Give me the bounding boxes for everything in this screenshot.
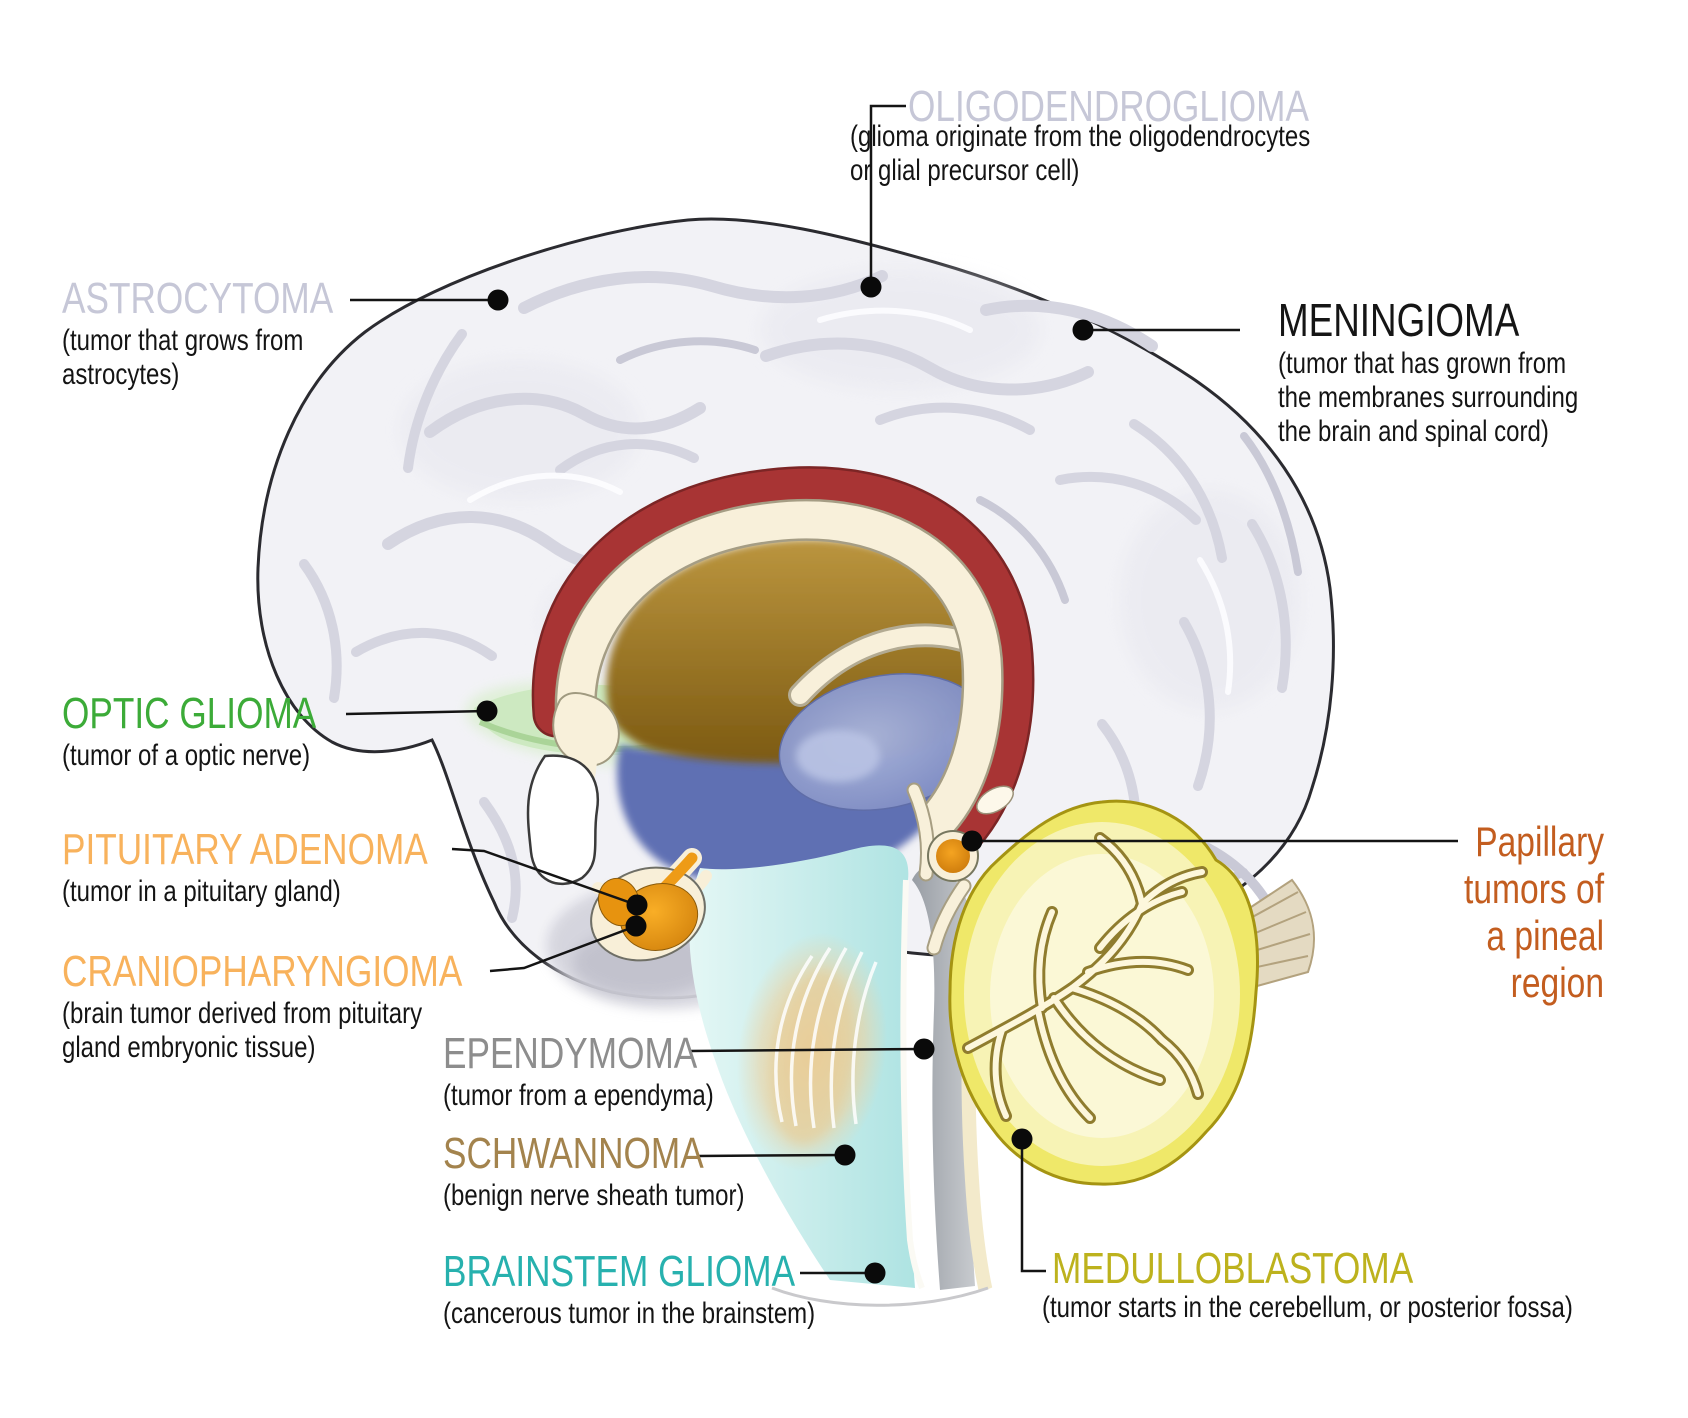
label-oligodendroglioma-title: OLIGODENDROGLIOMA bbox=[908, 82, 1309, 131]
label-medulloblastoma-title: MEDULLOBLASTOMA bbox=[1052, 1244, 1414, 1293]
connector-schwannoma bbox=[696, 1153, 846, 1158]
dot-meningioma bbox=[1072, 319, 1094, 341]
label-ependymoma-title: EPENDYMOMA bbox=[443, 1029, 698, 1078]
cerebellum bbox=[948, 799, 1259, 1186]
label-astrocytoma-title: ASTROCYTOMA bbox=[62, 274, 334, 323]
dot-medulloblastoma bbox=[1011, 1128, 1033, 1150]
label-optic-glioma-title: OPTIC GLIOMA bbox=[62, 689, 317, 738]
label-meningioma-title: MENINGIOMA bbox=[1278, 294, 1520, 346]
label-schwannoma: SCHWANNOMA (benign nerve sheath tumor) bbox=[443, 1131, 820, 1213]
label-optic-glioma: OPTIC GLIOMA (tumor of a optic nerve) bbox=[62, 691, 380, 773]
connector-ependymoma bbox=[689, 1047, 925, 1053]
label-schwannoma-desc: (benign nerve sheath tumor) bbox=[443, 1178, 745, 1212]
label-optic-glioma-desc: (tumor of a optic nerve) bbox=[62, 738, 311, 772]
label-schwannoma-title: SCHWANNOMA bbox=[443, 1129, 704, 1178]
label-meningioma: MENINGIOMA (tumor that has grown from th… bbox=[1278, 294, 1653, 449]
connector-craniopharyngioma bbox=[489, 924, 637, 973]
label-papillary-pineal: Papillary tumors of a pineal region bbox=[1429, 818, 1604, 1006]
dot-papillary bbox=[961, 830, 983, 852]
arbor-vitae bbox=[962, 832, 1208, 1124]
connector-lines bbox=[345, 104, 1458, 1275]
dot-astrocytoma bbox=[487, 289, 509, 311]
label-craniopharyngioma-title: CRANIOPHARYNGIOMA bbox=[62, 947, 463, 996]
label-brainstem-glioma: BRAINSTEM GLIOMA (cancerous tumor in the… bbox=[443, 1249, 908, 1331]
label-astrocytoma-desc: (tumor that grows from astrocytes) bbox=[62, 323, 304, 391]
label-ependymoma: EPENDYMOMA (tumor from a ependyma) bbox=[443, 1031, 781, 1113]
genu bbox=[552, 692, 620, 767]
label-medulloblastoma-desc-block: (tumor starts in the cerebellum, or post… bbox=[1042, 1289, 1688, 1325]
dot-ependymoma bbox=[913, 1038, 935, 1060]
label-pituitary-adenoma-desc: (tumor in a pituitary gland) bbox=[62, 874, 341, 908]
label-meningioma-desc: (tumor that has grown from the membranes… bbox=[1278, 346, 1579, 448]
label-oligodendroglioma-desc-block: (glioma originate from the oligodendrocy… bbox=[850, 118, 1425, 188]
anterior-wall bbox=[526, 754, 600, 886]
deep-structures bbox=[526, 466, 1035, 887]
dot-craniopharyngioma bbox=[625, 915, 647, 937]
corpus-callosum-cream bbox=[557, 501, 1002, 839]
label-brainstem-glioma-desc: (cancerous tumor in the brainstem) bbox=[443, 1296, 816, 1330]
brainstem-cut bbox=[756, 1280, 996, 1418]
label-papillary-pineal-title: Papillary tumors of a pineal region bbox=[1463, 818, 1604, 1006]
label-craniopharyngioma: CRANIOPHARYNGIOMA (brain tumor derived f… bbox=[62, 949, 562, 1065]
label-pituitary-adenoma: PITUITARY ADENOMA (tumor in a pituitary … bbox=[62, 827, 519, 909]
dot-optic-glioma bbox=[476, 700, 498, 722]
label-pituitary-adenoma-title: PITUITARY ADENOMA bbox=[62, 825, 428, 874]
midbrain-cream-detail bbox=[906, 782, 1014, 956]
pituitary-gland bbox=[590, 848, 706, 962]
label-craniopharyngioma-desc: (brain tumor derived from pituitary glan… bbox=[62, 996, 423, 1064]
brainstem bbox=[592, 782, 1014, 1418]
label-ependymoma-desc: (tumor from a ependyma) bbox=[443, 1078, 714, 1112]
label-astrocytoma: ASTROCYTOMA (tumor that grows from astro… bbox=[62, 276, 401, 392]
label-medulloblastoma: MEDULLOBLASTOMA bbox=[1052, 1246, 1504, 1292]
dot-pituitary-adenoma bbox=[626, 894, 648, 916]
dot-oligodendroglioma bbox=[860, 276, 882, 298]
connector-optic-glioma bbox=[345, 709, 488, 716]
label-oligodendroglioma: OLIGODENDROGLIOMA bbox=[908, 84, 1409, 130]
connector-pituitary-adenoma bbox=[451, 847, 638, 907]
dot-schwannoma bbox=[834, 1144, 856, 1166]
connector-oligodendroglioma bbox=[869, 104, 906, 287]
schwannoma-bundle bbox=[736, 932, 888, 1172]
dot-brainstem-glioma bbox=[864, 1262, 886, 1284]
connector-medulloblastoma bbox=[1020, 1139, 1046, 1273]
label-medulloblastoma-desc: (tumor starts in the cerebellum, or post… bbox=[1042, 1291, 1573, 1324]
label-oligodendroglioma-desc: (glioma originate from the oligodendrocy… bbox=[850, 120, 1311, 187]
label-brainstem-glioma-title: BRAINSTEM GLIOMA bbox=[443, 1247, 796, 1296]
pointer-dots bbox=[476, 276, 1094, 1284]
corpus-callosum-red bbox=[534, 468, 1032, 859]
